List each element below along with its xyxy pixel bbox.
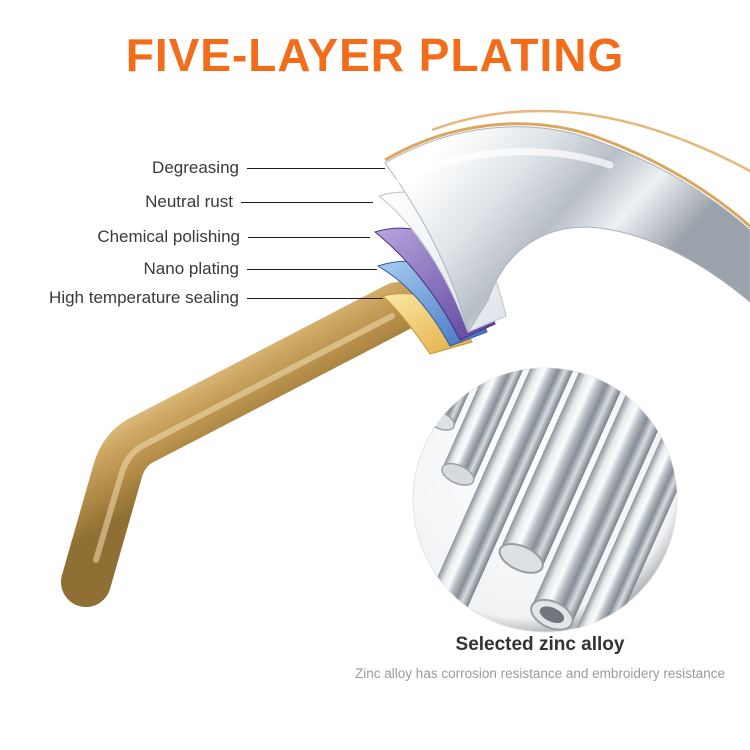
layer-callout-nano-plating: Nano plating xyxy=(0,258,377,280)
callout-line xyxy=(247,268,377,270)
layer-label: Neutral rust xyxy=(145,192,233,211)
layer-label: Degreasing xyxy=(152,158,239,177)
layer-label: High temperature sealing xyxy=(49,288,239,307)
layer-callout-high-temperature-sealing: High temperature sealing xyxy=(0,287,383,309)
gold-handle-shape xyxy=(61,282,423,607)
inset-caption: Selected zinc alloy xyxy=(455,634,625,655)
callout-line xyxy=(247,297,383,299)
layer-callout-degreasing: Degreasing xyxy=(0,157,385,179)
callout-line xyxy=(241,201,373,203)
chrome-layer-shape xyxy=(384,126,750,334)
callout-line xyxy=(247,167,385,169)
layer-callout-chemical-polishing: Chemical polishing xyxy=(0,226,370,248)
layer-label: Chemical polishing xyxy=(97,227,240,246)
callout-line xyxy=(248,236,370,238)
inset-subcaption: Zinc alloy has corrosion resistance and … xyxy=(355,666,725,681)
page-title: FIVE-LAYER PLATING xyxy=(125,29,625,81)
layer-label: Nano plating xyxy=(143,259,239,278)
zinc-alloy-inset xyxy=(412,367,678,633)
layer-callout-neutral-rust: Neutral rust xyxy=(0,191,373,213)
